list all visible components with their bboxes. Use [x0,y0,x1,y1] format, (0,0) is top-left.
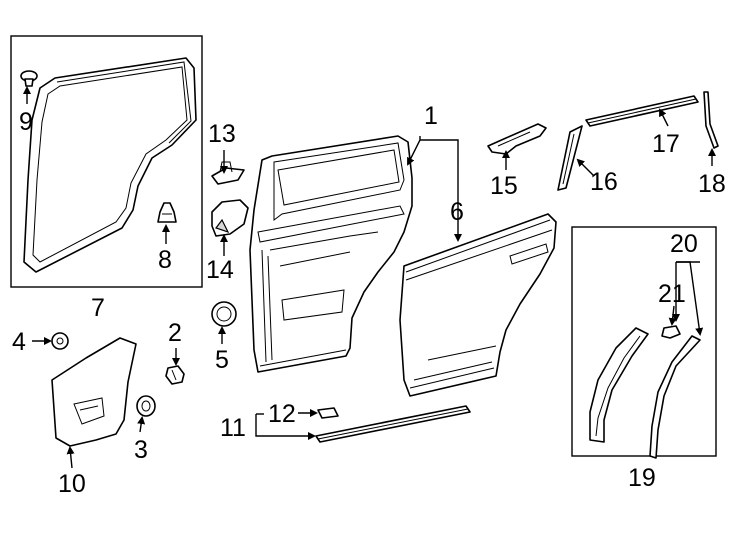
wheel-opening-molding-inner [589,327,649,443]
callout-7: 7 [91,294,105,322]
clip-9 [20,70,38,87]
callout-10: 10 [58,470,86,498]
clip-8 [157,202,177,223]
door-weatherstrip [23,57,197,273]
callout-20: 20 [670,230,698,258]
callout-3: 3 [134,436,148,464]
callout-5: 5 [215,346,229,374]
callout-18: 18 [698,170,726,198]
outer-panel-6 [399,213,557,397]
callout-labels: 1 2 3 4 5 6 7 8 9 10 11 12 13 14 15 16 1… [12,102,726,498]
bolt-2 [165,365,185,385]
weatherstrip-group-box [10,35,203,288]
service-cover-10 [51,337,137,447]
grommet-3 [136,395,156,417]
callout-17: 17 [652,130,680,158]
callout-21: 21 [658,280,686,308]
callout-4: 4 [12,328,26,356]
clip-21 [661,325,681,339]
bracket-15 [487,123,547,155]
door-shell-1 [249,135,413,373]
hinge-cover-14 [211,199,249,237]
callout-1: 1 [424,102,438,130]
nut-4 [51,332,69,350]
callout-8: 8 [158,246,172,274]
pillar-garnish-16 [557,125,583,191]
clip-12 [317,407,339,419]
callout-11: 11 [220,414,246,442]
leader-lines [23,86,716,469]
bracket-13 [211,161,245,185]
run-channel-18 [703,91,719,149]
callout-9: 9 [19,108,33,136]
callout-13: 13 [208,120,236,148]
callout-12: 12 [268,400,296,428]
rocker-molding-11 [315,405,471,443]
callout-6: 6 [450,198,464,226]
belt-molding-17 [585,95,699,127]
callout-2: 2 [168,319,182,347]
callout-15: 15 [490,172,518,200]
wheel-opening-molding-outer [649,335,701,459]
callout-14: 14 [206,256,234,284]
callout-16: 16 [590,168,618,196]
wheel-opening-group-box [571,226,717,457]
callout-19: 19 [628,464,656,492]
plug-5 [211,301,237,327]
